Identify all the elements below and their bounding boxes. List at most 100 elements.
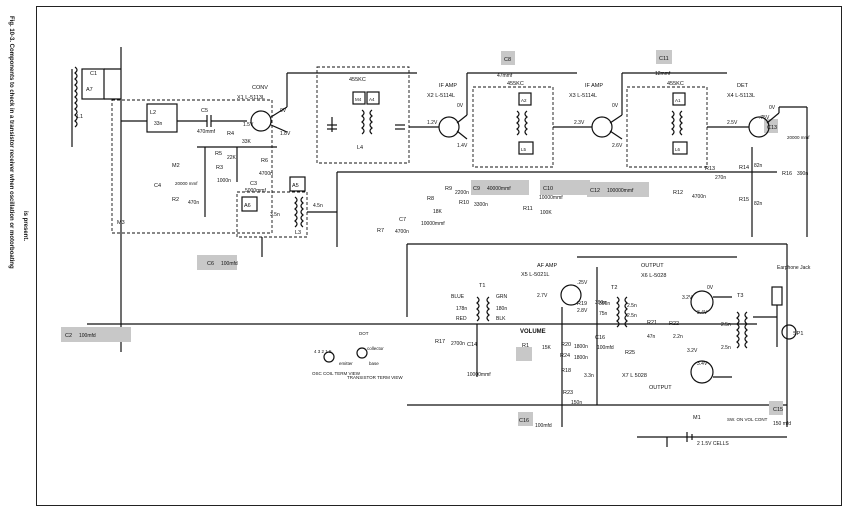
sp1-label: SP1 (793, 331, 803, 337)
det-emitter-volt: .75V (759, 115, 770, 121)
c7-value: 10000mmf (421, 221, 445, 227)
freq-label-2: 455KC (507, 81, 524, 87)
l3-value: 4.5n (313, 203, 323, 209)
if-transformer-l6: 455KC A1 L6 (626, 81, 708, 168)
a2-label: A2 (521, 98, 527, 103)
c6-label: C6 (207, 261, 214, 267)
r17-label: R17 (435, 339, 445, 345)
base-label: base (369, 361, 379, 366)
c5-value: 470mmf (197, 129, 216, 135)
r5-value: 22K (227, 155, 237, 161)
r18-label: R18 (561, 368, 571, 374)
m2-label: M2 (172, 163, 180, 169)
c5-label: C5 (201, 108, 208, 114)
if-amp-1-stage: IF AMP X2 L-5114L 0V 1.2V 1.4V C8 47mmf (409, 57, 577, 149)
r16-value: 390n (797, 171, 808, 177)
t2-sec-2: 2.5n (627, 313, 637, 319)
figure-caption: Fig. 10-3. Components to check in a tran… (2, 6, 32, 506)
out-collector-volt: 0V (707, 285, 714, 291)
freq-label-1: 455KC (349, 77, 366, 83)
converter-stage: L2 33n C5 470mmf CONV X1 L-5113L 0V 1.5V… (111, 72, 417, 234)
r24-value: 1800n (574, 355, 588, 361)
t1-label: T1 (479, 283, 485, 289)
conv-collector-volt: 0V (280, 108, 287, 114)
l4-label: L4 (357, 145, 363, 151)
c10-label: C10 (543, 186, 553, 192)
c16-top-label: C16 (595, 335, 605, 341)
r2-label: R2 (172, 197, 179, 203)
t3-sec: 2.5n (721, 322, 731, 328)
t2-label: T2 (611, 285, 617, 291)
output-stage: OUTPUT X6 L-5028 T2 390n 75n 2.5n 2.5n C… (595, 263, 748, 391)
coil-pins-label: 4 3 2 1 5 (314, 349, 332, 354)
out2-base-volt: 3.2V (687, 348, 698, 354)
r13-value: 270n (715, 175, 726, 181)
if1-collector-volt: 0V (457, 103, 464, 109)
output-top-id: X6 L-5028 (641, 273, 666, 279)
mid-row-components: R8 18K R9 2200n C9 40000mmf R10 3300n R1… (336, 171, 777, 247)
c9-value: 40000mmf (487, 186, 511, 192)
freq-label-3: 455KC (667, 81, 684, 87)
r19-label: R19 (577, 301, 587, 307)
a7-label: A7 (86, 87, 93, 93)
r2-value: 470n (188, 200, 199, 206)
r7-value: 4700n (395, 229, 409, 235)
r19-value: 390n (595, 300, 606, 306)
c10-value: 10000mmf (539, 195, 563, 201)
t1-blue: BLUE (451, 294, 465, 300)
conv-base-volt: 1.5V (243, 122, 254, 128)
schematic-diagram: C1 A7 L1 L2 33n C5 470mmf CONV X1 L-5113… (61, 47, 811, 447)
r9-value: 2200n (455, 190, 469, 196)
c15-label: C15 (773, 407, 783, 413)
r8-label: R8 (427, 196, 434, 202)
c6-value: 100mfd (221, 261, 238, 267)
t1-primary: 178n (456, 306, 467, 312)
l3-label: L3 (295, 230, 301, 236)
r13-label: R13 (705, 166, 715, 172)
r5-label: R5 (215, 151, 222, 157)
t1-grn: GRN (496, 294, 508, 300)
af-stage-id: X5 L-5021L (521, 272, 549, 278)
c2-value: 100mfd (79, 333, 96, 339)
terminal-views: 4 3 2 1 5 OSC COIL TERM VIEW DOT collect… (312, 331, 403, 380)
r10-value: 3300n (474, 202, 488, 208)
c9-label: C9 (473, 186, 480, 192)
r14-value: 82n (754, 163, 763, 169)
r9-label: R9 (445, 186, 452, 192)
r23-value: 150n (571, 400, 582, 406)
r22-label: R22 (669, 321, 679, 327)
power-rails (87, 47, 788, 438)
r20-label: R20 (561, 342, 571, 348)
c4-label: C4 (154, 183, 161, 189)
c3-label: C3 (250, 181, 257, 187)
det-collector-volt: 0V (769, 105, 776, 111)
c14-label: C14 (467, 342, 477, 348)
c4-value: 20000 mmf (175, 181, 198, 186)
r12-value: 4700n (692, 194, 706, 200)
if2-collector-volt: 0V (612, 103, 619, 109)
r6-value: 4700n (259, 171, 273, 177)
c11-label: C11 (659, 56, 669, 62)
transistor-view-label: TRANSISTOR TERM VIEW (347, 375, 403, 380)
if-transformer-l4: 455KC M4 A4 L4 (316, 66, 410, 164)
r21-label: R21 (647, 320, 657, 326)
if2-base-volt: 2.3V (574, 120, 585, 126)
r12-label: R12 (673, 190, 683, 196)
l6-label: L6 (675, 147, 681, 152)
l2-value: 33n (154, 121, 163, 127)
conv-emitter-volt: 1.8V (280, 131, 291, 137)
volume-label: VOLUME (520, 329, 546, 335)
c2-label: C2 (65, 333, 72, 339)
r8-value: 18K (433, 209, 443, 215)
r6-label: R6 (261, 158, 268, 164)
r10-label: R10 (459, 200, 469, 206)
out-emitter-volt: 3.4V (697, 310, 708, 316)
m4-label: M4 (355, 97, 362, 102)
r14-label: R14 (739, 165, 749, 171)
r24-label: R24 (560, 353, 570, 359)
caption-line-1: Fig. 10-3. Components to check in a tran… (8, 16, 14, 269)
c16-label: C16 (519, 418, 529, 424)
c12-label: C12 (590, 188, 600, 194)
c12-value: 100000mmf (607, 188, 634, 194)
r21-value: 47n (647, 334, 656, 340)
